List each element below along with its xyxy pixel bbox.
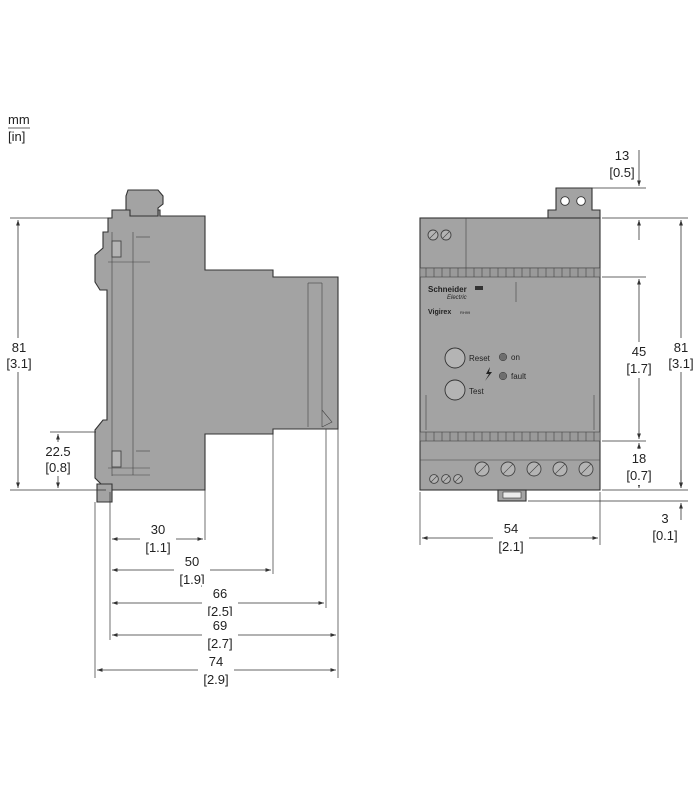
side-dim-rail-mm: 22.5 <box>45 444 70 459</box>
side-dim-74-in: [2.9] <box>203 672 228 687</box>
front-dim-width-mm: 54 <box>504 521 518 536</box>
side-dim-69-in: [2.7] <box>207 636 232 651</box>
front-dim-height-mm: 81 <box>674 340 688 355</box>
side-view: 81 [3.1] 22.5 [0.8] 30 [1.1] 50 [1.9] 66… <box>4 189 339 690</box>
front-dim-terminal-mm: 18 <box>632 451 646 466</box>
side-dim-50-mm: 50 <box>185 554 199 569</box>
side-dim-74-mm: 74 <box>209 654 223 669</box>
front-dim-foot-in: [0.1] <box>652 528 677 543</box>
front-dim-window-in: [1.7] <box>626 361 651 376</box>
fault-label: fault <box>511 372 527 381</box>
side-dim-50-in: [1.9] <box>179 572 204 587</box>
on-led <box>498 352 508 362</box>
front-dim-clip-in: [0.5] <box>609 165 634 180</box>
side-dim-height-in: [3.1] <box>6 356 31 371</box>
front-dim-foot-mm: 3 <box>661 511 668 526</box>
front-dim-terminal-in: [0.7] <box>626 468 651 483</box>
front-dim-window-mm: 45 <box>632 344 646 359</box>
test-button[interactable] <box>444 379 466 401</box>
front-dim-height-in: [3.1] <box>668 356 693 371</box>
lightning-bolt-icon <box>485 367 492 381</box>
model-name: Vigirex <box>428 309 451 316</box>
side-dim-69-mm: 69 <box>213 618 227 633</box>
side-view-rail-foot <box>96 483 113 503</box>
side-view-body <box>94 209 339 494</box>
reset-label: Reset <box>469 354 491 363</box>
units-legend: mm [in] <box>8 112 30 144</box>
side-view-top-clip <box>125 189 164 217</box>
front-view-top-clip <box>547 187 601 219</box>
side-dim-height-mm: 81 <box>12 340 26 355</box>
test-label: Test <box>469 387 484 396</box>
model-code: RH99 <box>460 310 471 315</box>
unit-in: [in] <box>8 129 25 144</box>
brand-logo-mark <box>475 286 483 290</box>
unit-mm: mm <box>8 112 30 127</box>
reset-button[interactable] <box>444 347 466 369</box>
side-dim-66-in: [2.5] <box>207 604 232 619</box>
side-dim-30-in: [1.1] <box>145 540 170 555</box>
fault-led <box>498 371 508 381</box>
front-dim-width-in: [2.1] <box>498 539 523 554</box>
brand-name: Schneider <box>428 285 467 294</box>
front-dim-clip-mm: 13 <box>615 148 629 163</box>
brand-sub: Electric <box>447 295 467 301</box>
side-dim-30-mm: 30 <box>151 522 165 537</box>
front-view: Schneider Electric Vigirex RH99 Reset Te… <box>419 148 698 555</box>
on-label: on <box>511 353 520 362</box>
side-dim-66-mm: 66 <box>213 586 227 601</box>
side-dim-rail-in: [0.8] <box>45 460 70 475</box>
